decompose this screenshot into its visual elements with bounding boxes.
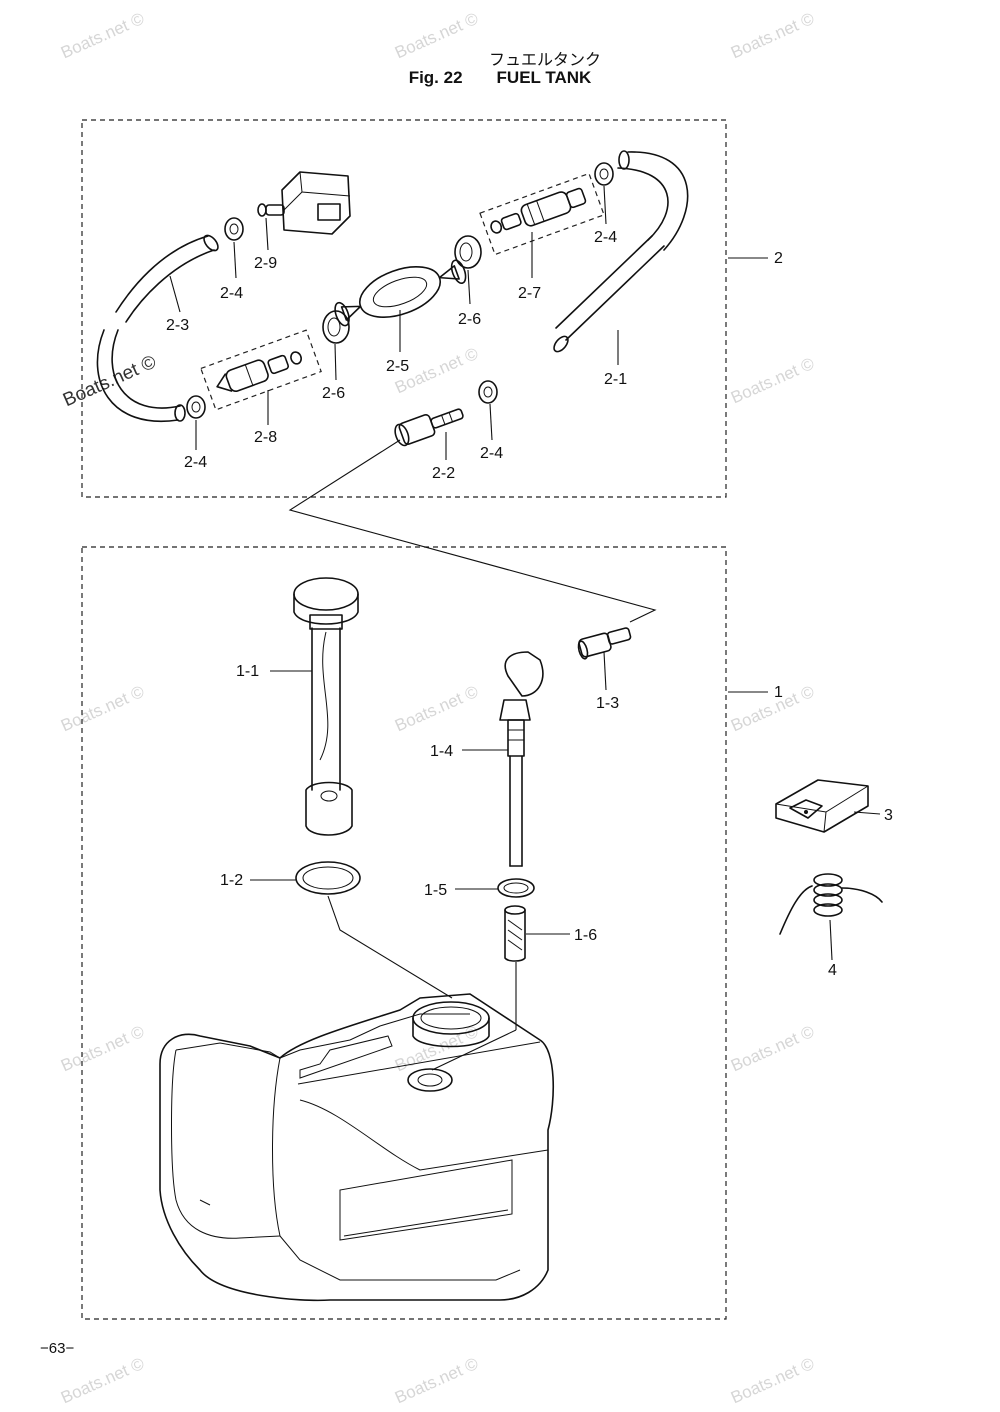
connector-2-9 xyxy=(257,171,351,235)
label-2-4-c: 2-4 xyxy=(184,454,207,471)
figure-title: Fig. 22 FUEL TANK xyxy=(0,68,1000,88)
figure-number: Fig. 22 xyxy=(408,68,463,87)
figure-name: FUEL TANK xyxy=(496,68,592,87)
fitting-2-2 xyxy=(394,408,464,447)
label-1-4: 1-4 xyxy=(430,743,453,760)
page-number: −63− xyxy=(40,1340,75,1357)
label-4: 4 xyxy=(828,962,837,979)
clamp-2-4-c xyxy=(186,395,206,419)
label-1-6: 1-6 xyxy=(574,927,597,944)
label-2-7: 2-7 xyxy=(518,285,541,302)
hose-2-3-upper-b xyxy=(125,249,215,323)
hose-end xyxy=(618,150,630,170)
label-2-4-d: 2-4 xyxy=(480,445,503,462)
hose-end xyxy=(174,404,186,422)
label-2-2: 2-2 xyxy=(432,465,455,482)
filler-neck xyxy=(412,1001,490,1048)
label-2-6-a: 2-6 xyxy=(322,385,345,402)
leader-lines xyxy=(169,185,881,1071)
connector-2-7-subbox xyxy=(479,172,605,256)
hose-2-3-lower-b xyxy=(111,329,181,409)
label-2-8: 2-8 xyxy=(254,429,277,446)
filter-1-6 xyxy=(504,905,526,962)
fuel-gauge-1-1 xyxy=(293,577,359,836)
fuel-line-group-box xyxy=(81,119,727,498)
elbow-1-3 xyxy=(504,627,632,697)
hose-2-1-lower-b xyxy=(555,235,653,329)
hose-2-3-lower-a xyxy=(96,329,179,423)
hose-2-1-upper-inner xyxy=(617,167,669,241)
connector-2-7 xyxy=(490,187,587,234)
hose-2-1-lower-a xyxy=(565,245,665,341)
label-1-3: 1-3 xyxy=(596,695,619,712)
title-japanese: フュエルタンク xyxy=(488,50,601,69)
connector-2-8 xyxy=(216,351,302,393)
fuel-tank-body xyxy=(159,993,555,1302)
label-1-1: 1-1 xyxy=(236,663,259,680)
label-2: 2 xyxy=(774,250,783,267)
label-1: 1 xyxy=(774,684,783,701)
label-1-5: 1-5 xyxy=(424,882,447,899)
clamp-2-4-a xyxy=(224,217,244,241)
o-ring-1-5 xyxy=(497,878,535,898)
hose-end xyxy=(553,335,569,353)
fuel-tank-group-box xyxy=(81,546,727,1320)
group-connection-line xyxy=(288,439,657,623)
label-2-6-b: 2-6 xyxy=(458,311,481,328)
spring-4 xyxy=(779,873,883,935)
o-ring-1-2 xyxy=(295,861,361,895)
label-2-4-a: 2-4 xyxy=(220,285,243,302)
label-2-5: 2-5 xyxy=(386,358,409,375)
label-2-9: 2-9 xyxy=(254,255,277,272)
label-3: 3 xyxy=(884,807,893,824)
label-2-4-b: 2-4 xyxy=(594,229,617,246)
clamp-2-4-d xyxy=(478,380,498,404)
pickup-tube-1-4 xyxy=(499,699,531,867)
label-2-1: 2-1 xyxy=(604,371,627,388)
connector-2-8-subbox xyxy=(200,329,322,411)
check-valve-2-6-left xyxy=(322,310,350,344)
label-2-3: 2-3 xyxy=(166,317,189,334)
hose-end xyxy=(203,234,219,252)
label-1-2: 1-2 xyxy=(220,872,243,889)
check-valve-2-6-right xyxy=(454,235,482,269)
clamp-2-4-b xyxy=(594,162,614,186)
pouch-3 xyxy=(775,779,869,833)
hose-2-3-upper-a xyxy=(115,235,209,313)
hose-2-1-upper xyxy=(627,151,689,251)
